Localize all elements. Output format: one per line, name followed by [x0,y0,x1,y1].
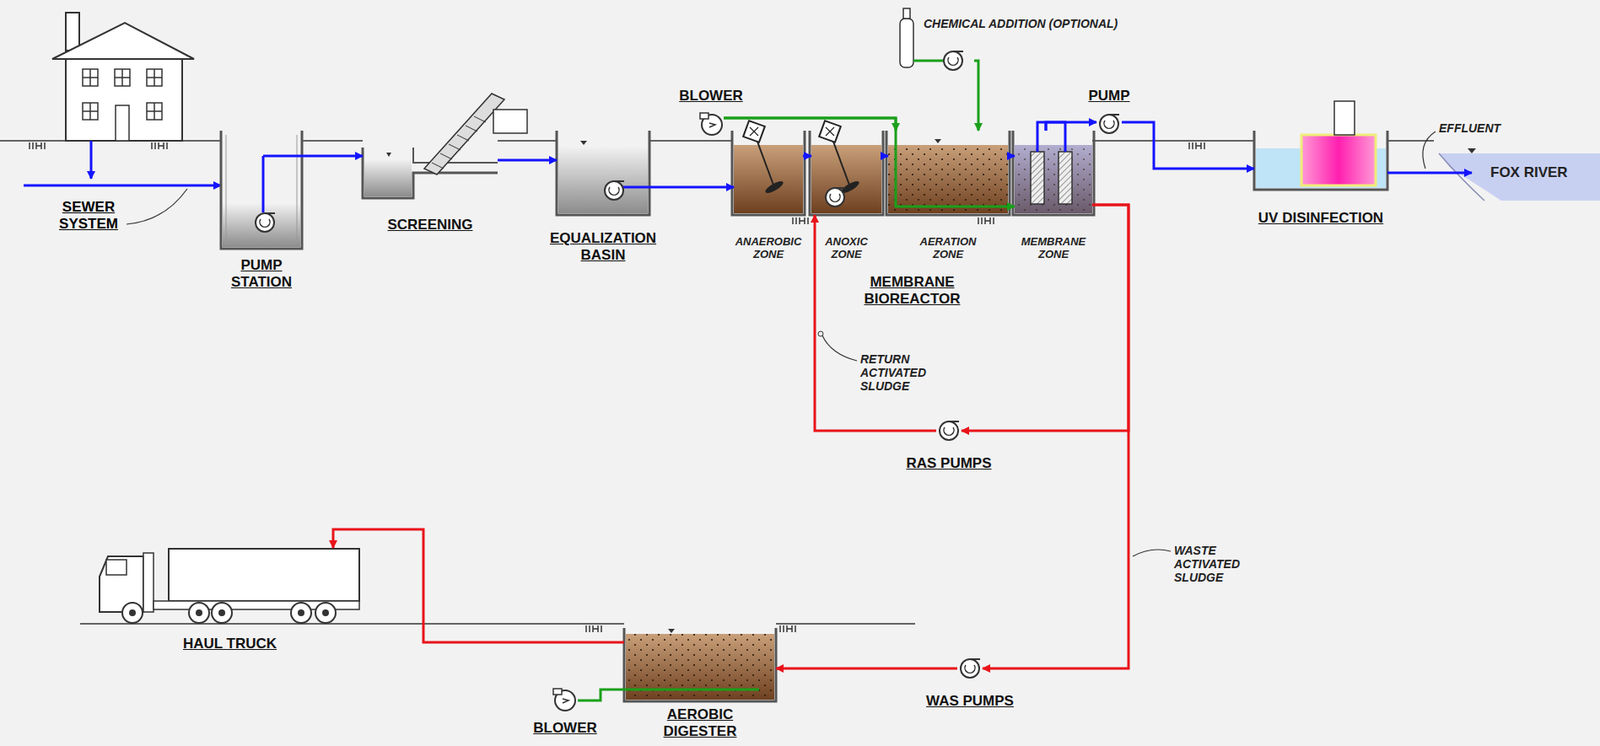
process-unit: HAUL TRUCK [96,548,363,625]
unit-label: ANOXIC ZONE [820,235,873,261]
unit-label: PUMP STATION [219,257,304,291]
flow-pipe [1121,122,1255,169]
unit-label: FOX RIVER [1471,156,1594,190]
flow-pipe [814,215,937,431]
process-unit: PUMP [1096,111,1122,137]
process-unit: RAS PUMPS [936,418,962,444]
unit-label: BLOWER [673,87,749,105]
flow-pipe [974,60,979,131]
flow-pipe [649,186,734,189]
callout-label: WASTE ACTIVATED SLUDGE [1174,544,1247,585]
flow-pipe [333,529,625,643]
flow-pipe [497,159,557,162]
process-unit: BLOWER [698,113,724,139]
callout-label: EFFLUENT [1438,121,1501,135]
flow-pipe [1387,172,1472,175]
process-unit: FOX RIVER [1471,156,1594,192]
callout-label: RETURN ACTIVATED SLUDGE [860,352,928,394]
flow-pipe [1045,122,1097,131]
flow-pipe [881,155,889,158]
unit-label: SCREENING [375,216,485,234]
unit-label: MEMBRANE BIOREACTOR [840,274,985,308]
process-unit: AERATION ZONE [888,130,1008,216]
unit-label: ANAEROBIC ZONE [732,235,804,261]
flow-pipe [982,204,1129,669]
unit-label: CHEMICAL ADDITION (OPTIONAL) [923,16,1118,31]
unit-label: AEROBIC DIGESTER [653,706,747,741]
unit-label: HAUL TRUCK [171,635,290,653]
flow-pipe [577,689,625,701]
flow-pipe [301,155,363,158]
unit-label: MEMBRANE ZONE [1015,235,1092,261]
flow-pipe [775,668,958,671]
process-unit: CHEMICAL ADDITION (OPTIONAL) [898,6,975,75]
flow-pipe [802,155,812,158]
process-unit: SCREENING [362,134,498,199]
process-unit: EQUALIZATION BASIN [556,130,650,216]
unit-label: RAS PUMPS [898,455,1000,473]
flow-pipe [961,204,1129,431]
process-unit: BLOWER [552,688,578,714]
process-unit: ANOXIC ZONE [811,130,882,216]
process-unit: UV DISINFECTION [1254,130,1388,190]
flow-pipe [1007,155,1015,158]
process-unit: MEMBRANE ZONE [1014,130,1093,216]
flow-pipe [723,118,1015,207]
unit-label: AERATION ZONE [910,235,986,261]
process-unit: WAS PUMPS [957,656,983,682]
process-unit: PUMP STATION [220,130,302,249]
unit-label: WAS PUMPS [919,693,1021,711]
flow-pipe [723,118,896,131]
process-unit: MEMBRANE BIOREACTORANAEROBIC ZONEANOXIC … [732,130,1093,216]
unit-label: PUMP [1079,87,1139,105]
process-unit: AEROBIC DIGESTER [624,628,776,702]
process-unit: ANAEROBIC ZONE [733,130,803,216]
unit-label: UV DISINFECTION [1236,210,1406,227]
unit-label: BLOWER [527,720,604,738]
callout-label: SEWER SYSTEM [46,199,131,233]
unit-label: EQUALIZATION BASIN [539,230,667,264]
